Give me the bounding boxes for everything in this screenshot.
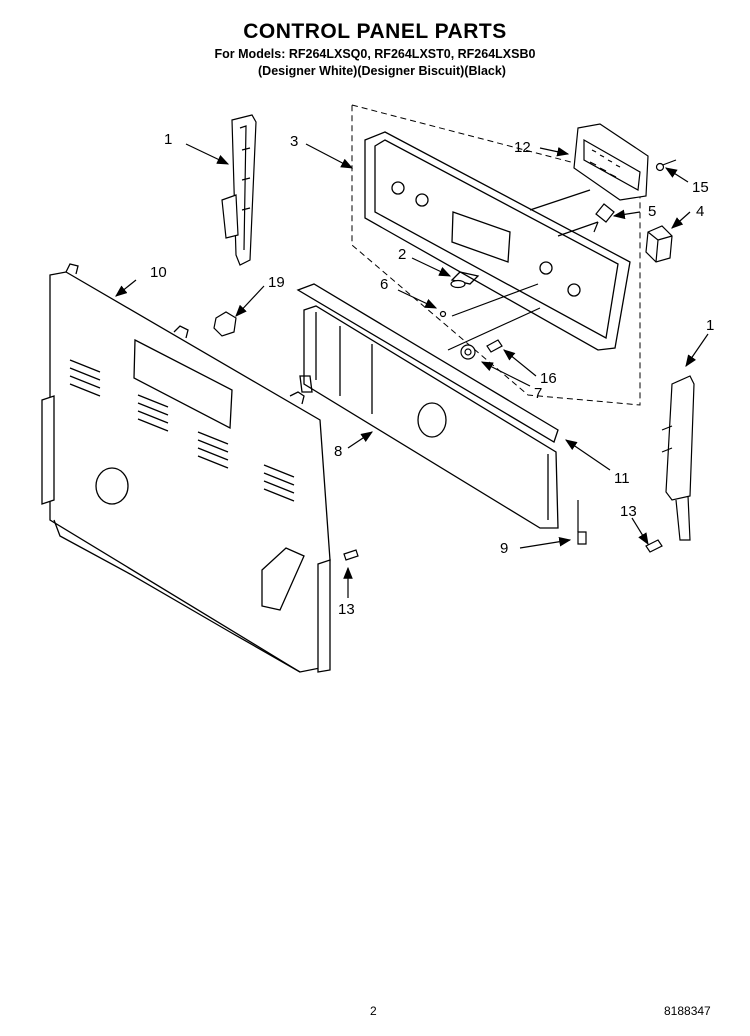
- lower-console-panel: [296, 283, 559, 529]
- callout-12: 12: [514, 139, 531, 156]
- callout-10: 10: [150, 264, 167, 281]
- small-hardware: [439, 279, 503, 360]
- page-number: 2: [370, 1004, 377, 1018]
- callout-1-right: 1: [706, 317, 714, 334]
- callout-5: 5: [648, 203, 656, 220]
- models-line: For Models: RF264LXSQ0, RF264LXST0, RF26…: [214, 47, 536, 61]
- end-cap-left: [221, 114, 257, 266]
- screw-15: [655, 159, 677, 172]
- electronic-control: [573, 123, 649, 201]
- callout-2: 2: [398, 246, 406, 263]
- leader-lines: [115, 143, 709, 598]
- callout-16: 16: [540, 370, 557, 387]
- document-number: 8188347: [664, 1004, 711, 1018]
- callout-13-right: 13: [620, 503, 637, 520]
- page-title: CONTROL PANEL PARTS: [243, 20, 507, 43]
- callout-11: 11: [614, 470, 630, 487]
- end-cap-right: [661, 375, 695, 541]
- rear-panel: [41, 263, 331, 673]
- screws-9-13: [343, 531, 663, 561]
- callout-13-left: 13: [338, 601, 355, 618]
- callout-8: 8: [334, 443, 342, 460]
- colors-line: (Designer White)(Designer Biscuit)(Black…: [258, 64, 506, 78]
- control-panel: [364, 131, 631, 351]
- callout-9: 9: [500, 540, 508, 557]
- selector-switch: [645, 225, 673, 263]
- callout-7: 7: [534, 385, 542, 402]
- callout-4: 4: [696, 203, 704, 220]
- callout-6: 6: [380, 276, 388, 293]
- callout-19: 19: [268, 274, 285, 291]
- harness-clip: [593, 203, 615, 233]
- callout-3: 3: [290, 133, 298, 150]
- clip-19: [213, 311, 237, 337]
- callout-15: 15: [692, 179, 709, 196]
- callout-1-left: 1: [164, 131, 172, 148]
